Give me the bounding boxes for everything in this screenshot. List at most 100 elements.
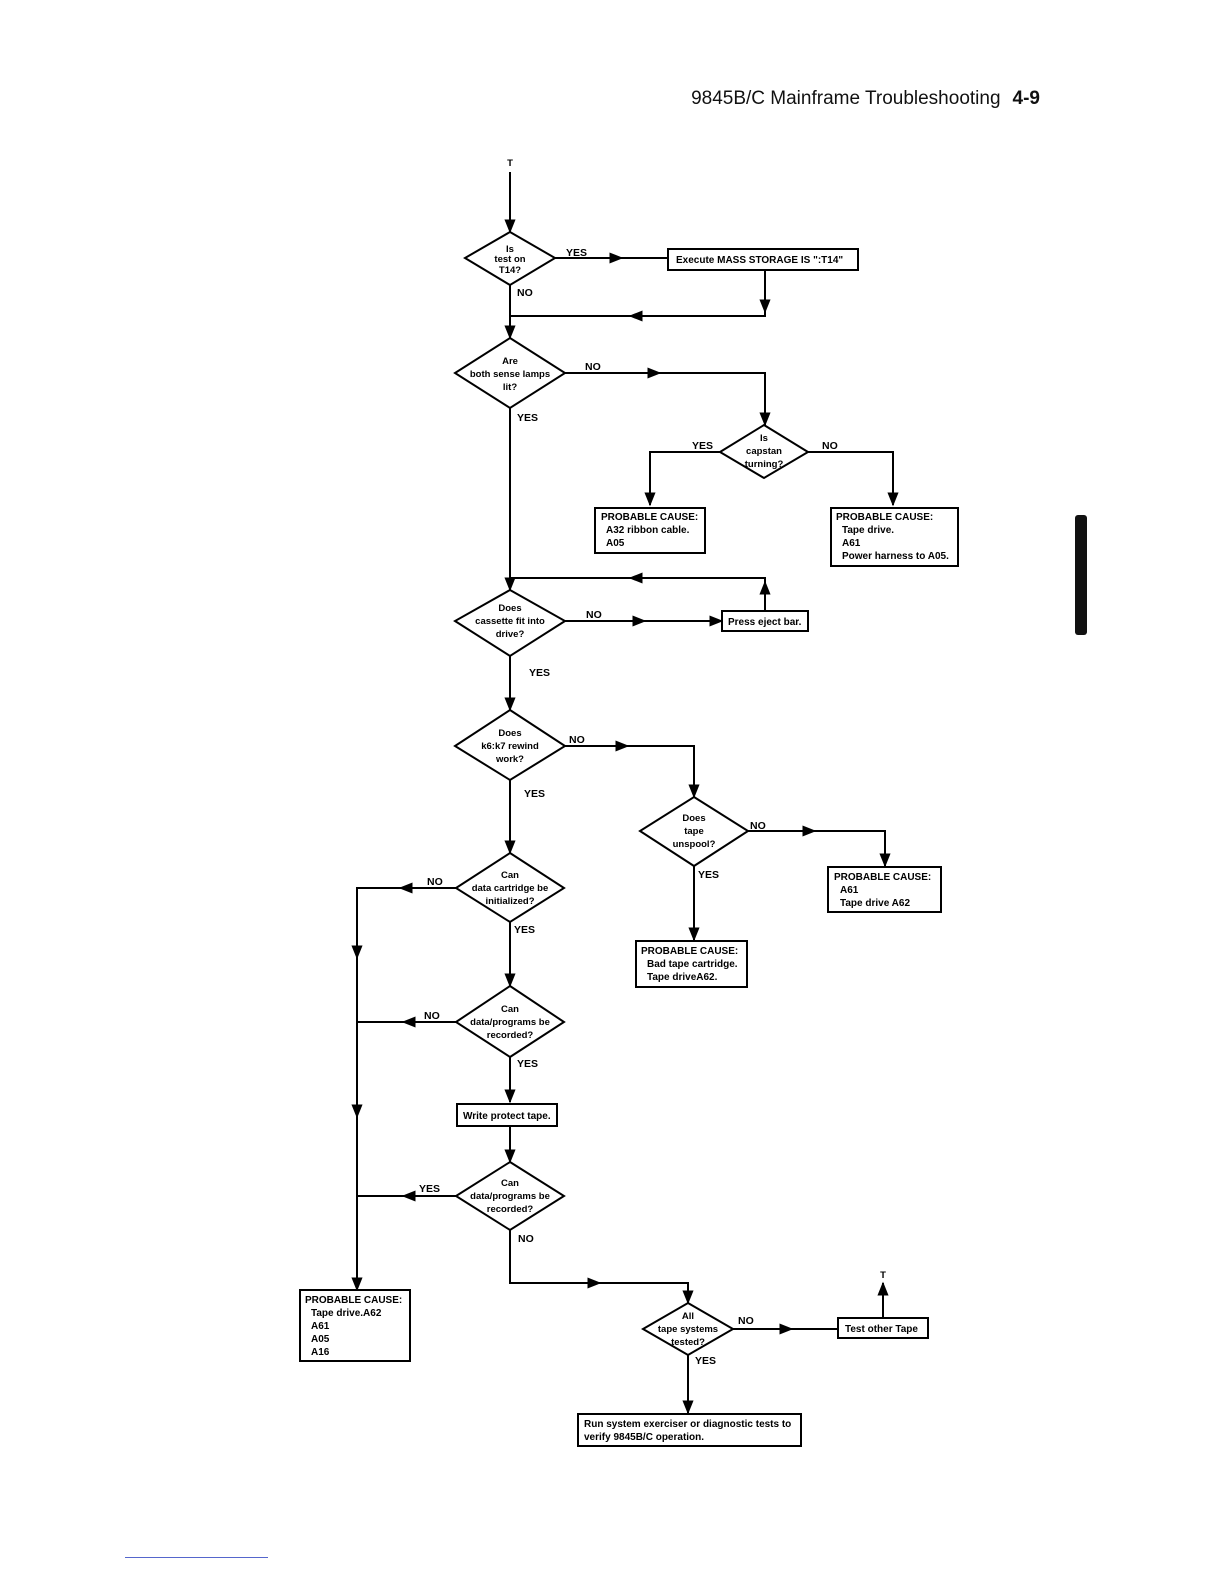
edge-d2-no (565, 372, 771, 427)
edge-d6-no (748, 830, 891, 868)
pc5-line-3: A05 (311, 1334, 330, 1345)
box-pc5-shape (299, 1289, 411, 1362)
label-d4-no: NO (586, 609, 602, 621)
box-pc1-shape (594, 507, 706, 554)
decision-d8-shape (454, 984, 566, 1059)
edge-d3-yes (644, 451, 720, 507)
d6-line-0: Does (682, 813, 705, 824)
d9-line-2: recorded? (487, 1204, 534, 1215)
section-thumb-tab (1075, 515, 1087, 635)
exec-line-0: Execute MASS STORAGE IS ":T14" (676, 255, 843, 266)
d10-line-2: tested? (671, 1337, 705, 1348)
label-d3-yes: YES (692, 440, 713, 452)
pc1-line-0: PROBABLE CAUSE: (601, 512, 698, 523)
d3-line-2: turning? (745, 459, 784, 470)
return-connector: T (880, 1270, 886, 1281)
start-connector: T (507, 158, 513, 169)
d10-line-1: tape systems (658, 1324, 718, 1335)
label-d3-no: NO (822, 440, 838, 452)
edge-exec-return (510, 270, 766, 317)
d7-line-0: Can (501, 870, 519, 881)
pc2-line-0: PROBABLE CAUSE: (836, 512, 933, 523)
d3-line-1: capstan (746, 446, 782, 457)
decision-d2-shape (453, 336, 567, 410)
d7-line-2: initialized? (485, 896, 534, 907)
label-d6-yes: YES (698, 869, 719, 881)
d9-line-1: data/programs be (470, 1191, 550, 1202)
box-exec-shape (667, 248, 859, 271)
box-eject-shape (721, 610, 809, 632)
header-title: 9845B/C Mainframe Troubleshooting (691, 88, 1001, 109)
d5-line-2: work? (495, 754, 524, 765)
pc4-line-0: PROBABLE CAUSE: (641, 946, 738, 957)
label-d7-no: NO (427, 876, 443, 888)
decision-d5-shape (453, 708, 567, 782)
d6-line-2: unspool? (673, 839, 716, 850)
d8-line-1: data/programs be (470, 1017, 550, 1028)
other-line-0: Test other Tape (845, 1324, 918, 1335)
label-d1-no: NO (517, 287, 533, 299)
d5-line-0: Does (498, 728, 521, 739)
final-line-0: Run system exerciser or diagnostic tests… (584, 1419, 791, 1430)
box-pc3-shape (827, 866, 942, 913)
label-d10-no: NO (738, 1315, 754, 1327)
label-d7-yes: YES (514, 924, 535, 936)
label-d5-no: NO (569, 734, 585, 746)
d4-line-0: Does (498, 603, 521, 614)
pc5-line-2: A61 (311, 1321, 330, 1332)
d9-line-0: Can (501, 1178, 519, 1189)
box-final-shape (577, 1413, 802, 1447)
decision-d1-shape (463, 230, 557, 287)
pc5-line-4: A16 (311, 1347, 330, 1358)
d6-line-1: tape (684, 826, 704, 837)
d2-line-1: both sense lamps (470, 369, 550, 380)
decision-d6-shape (638, 795, 750, 868)
pc2-line-3: Power harness to A05. (842, 551, 949, 562)
label-d4-yes: YES (529, 667, 550, 679)
label-d5-yes: YES (524, 788, 545, 800)
page-header: 9845B/C Mainframe Troubleshooting 4-9 (691, 88, 1040, 110)
d4-line-1: cassette fit into (475, 616, 545, 627)
d10-line-0: All (682, 1311, 694, 1322)
label-d8-no: NO (424, 1010, 440, 1022)
edge-d7-no (356, 887, 456, 1290)
box-pc4-shape (635, 940, 748, 988)
label-d10-yes: YES (695, 1355, 716, 1367)
pc2-line-2: A61 (842, 538, 861, 549)
pc3-line-0: PROBABLE CAUSE: (834, 872, 931, 883)
decision-d4-shape (453, 588, 567, 658)
decision-d10-shape (641, 1301, 735, 1357)
pc5-line-1: Tape drive.A62 (311, 1308, 382, 1319)
label-d6-no: NO (750, 820, 766, 832)
edge-eject-return (510, 577, 766, 610)
label-d2-no: NO (585, 361, 601, 373)
decision-d7-shape (454, 851, 566, 924)
d8-line-0: Can (501, 1004, 519, 1015)
d5-line-1: k6:k7 rewind (481, 741, 539, 752)
pc4-line-2: Tape driveA62. (647, 972, 718, 983)
pc2-line-1: Tape drive. (842, 525, 894, 536)
decision-d3-shape (718, 423, 810, 480)
d8-line-2: recorded? (487, 1030, 534, 1041)
label-d8-yes: YES (517, 1058, 538, 1070)
d4-line-2: drive? (496, 629, 525, 640)
pc3-line-2: Tape drive A62 (840, 898, 910, 909)
box-pc2-shape (830, 507, 959, 567)
decision-d9-shape (454, 1160, 566, 1232)
d7-line-1: data cartridge be (472, 883, 549, 894)
pc5-line-0: PROBABLE CAUSE: (305, 1295, 402, 1306)
d1-line-1: test on (494, 254, 525, 265)
bottom-rule (125, 1557, 268, 1558)
page-number: 4-9 (1012, 88, 1040, 109)
edge-d9-no (509, 1230, 694, 1305)
box-other-shape (837, 1317, 929, 1339)
wp-line-0: Write protect tape. (463, 1111, 551, 1122)
box-wp-shape (456, 1103, 558, 1127)
d1-line-0: Is (506, 244, 514, 255)
label-d2-yes: YES (517, 412, 538, 424)
final-line-1: verify 9845B/C operation. (584, 1432, 704, 1443)
edge-d5-no (565, 745, 700, 799)
d1-line-2: T14? (499, 265, 521, 276)
